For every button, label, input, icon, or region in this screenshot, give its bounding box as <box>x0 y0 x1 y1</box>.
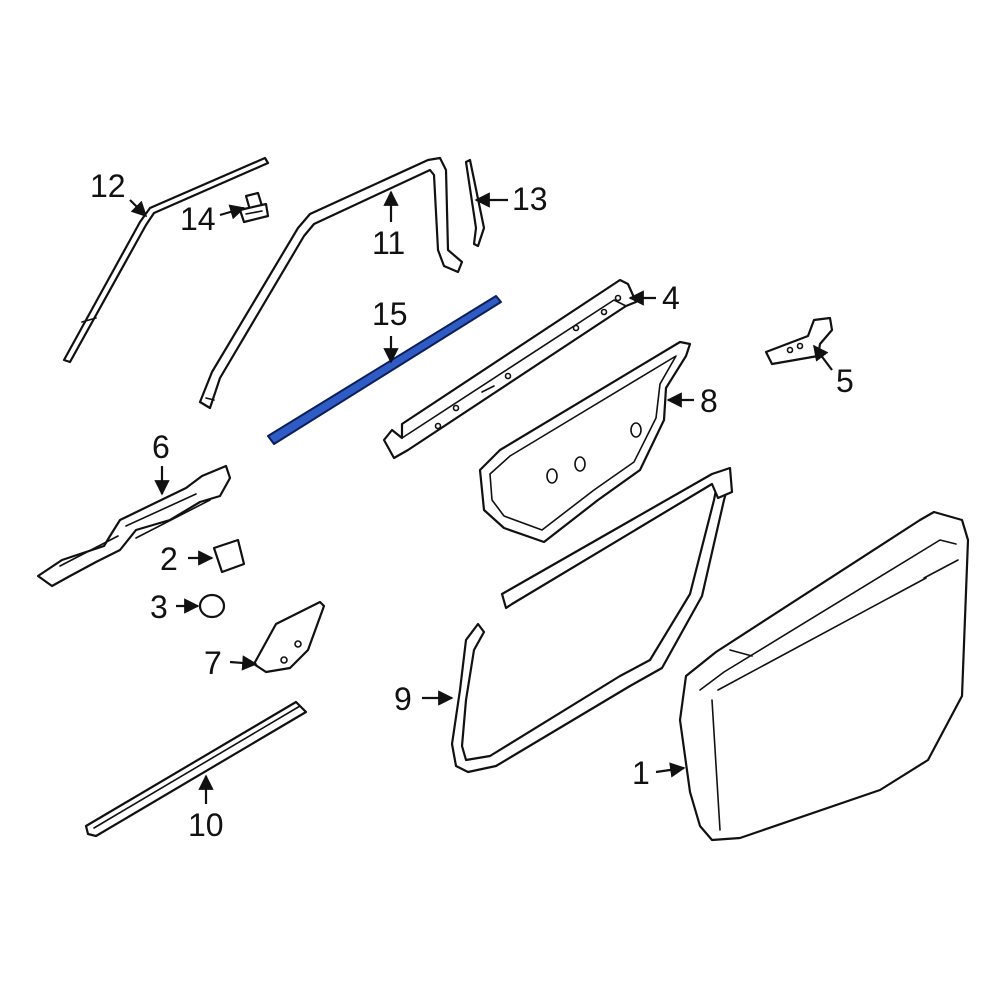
callout-12: 12 <box>90 168 126 204</box>
callout-7: 7 <box>204 645 222 681</box>
callout-8: 8 <box>700 383 718 419</box>
callout-10: 10 <box>188 807 224 843</box>
part-1-door-shell[interactable] <box>678 510 970 842</box>
callout-11: 11 <box>372 225 405 261</box>
part-13-trim[interactable] <box>464 158 486 248</box>
callout-14: 14 <box>180 201 216 237</box>
part-12-molding[interactable] <box>62 156 270 364</box>
callout-1: 1 <box>632 755 650 791</box>
part-15-weatherstrip[interactable] <box>267 295 502 445</box>
part-9-door-seal[interactable] <box>450 466 734 774</box>
part-10-sill-molding[interactable] <box>84 700 308 838</box>
part-7-bracket[interactable] <box>252 600 326 674</box>
part-8-inner-panel[interactable] <box>478 340 692 544</box>
callout-2: 2 <box>160 541 178 577</box>
callout-9: 9 <box>394 681 412 717</box>
part-11-frame-molding[interactable] <box>198 156 464 410</box>
part-14-clip[interactable] <box>238 191 270 224</box>
callout-4: 4 <box>662 280 680 316</box>
leader-lines <box>129 190 833 804</box>
callout-15: 15 <box>372 296 408 332</box>
part-2-pad[interactable] <box>212 538 246 574</box>
callout-13: 13 <box>512 181 548 217</box>
callout-6: 6 <box>152 429 170 465</box>
part-4-reinforcement[interactable] <box>382 278 638 460</box>
part-3-plug[interactable] <box>198 593 226 619</box>
callout-3: 3 <box>150 589 168 625</box>
callout-5: 5 <box>836 363 854 399</box>
part-6-bracket[interactable] <box>36 464 232 588</box>
